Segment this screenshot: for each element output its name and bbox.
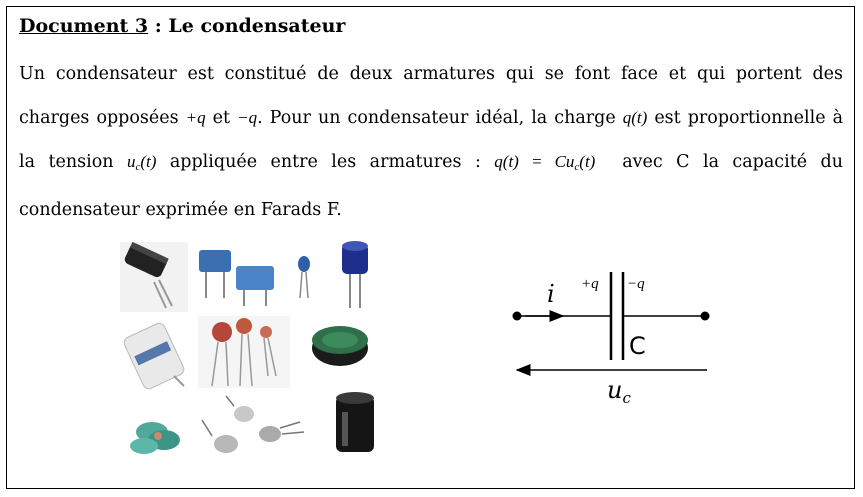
charge-q-t: q(t) [622, 108, 648, 127]
voltage-base: u [126, 152, 136, 171]
document-title: Document 3 : Le condensateur [19, 15, 345, 37]
film-capacitors-blue-image [199, 250, 274, 306]
voltage-sub: c [135, 161, 141, 173]
voltage-arg: (t) [140, 152, 157, 171]
document-name: Le condensateur [168, 15, 346, 37]
charge-plus: +q [185, 108, 206, 127]
electrolytic-capacitor-large-black-image [336, 392, 374, 452]
right-terminal [700, 311, 710, 321]
text-2: et [205, 108, 238, 128]
ceramic-capacitor-small-blue-image [298, 256, 310, 299]
voltage-uc: uc(t) [126, 152, 157, 173]
electrolytic-capacitor-blue-image [342, 241, 368, 308]
text-6: avec C la capacité du condensateur expri… [19, 152, 849, 220]
equation-lhs: q(t) = Cu [494, 152, 575, 171]
text-5: appliquée entre les armatures : [156, 152, 495, 172]
capacitor-equation: q(t) = Cuc(t) [494, 152, 596, 173]
motor-capacitor-white-image [123, 322, 185, 390]
electrolytic-capacitor-black-image [120, 241, 188, 312]
electrolytic-capacitors-silver-image [201, 395, 305, 453]
voltage-label: uc [607, 376, 631, 407]
title-separator: : [148, 15, 169, 37]
document-frame: Document 3 : Le condensateur Un condensa… [6, 6, 855, 489]
text-3: . Pour un condensateur idéal, la charge [257, 108, 623, 128]
voltage-label-base: u [607, 376, 622, 404]
plus-q-label: +q [581, 276, 599, 292]
capacitor-photos [120, 241, 374, 454]
capacitor-circuit-diagram: i +q −q C uc [512, 272, 710, 407]
minus-q-label: −q [627, 276, 645, 292]
coin-capacitors-green-image [130, 422, 180, 454]
charge-minus: −q [237, 108, 258, 127]
voltage-label-sub: c [622, 389, 631, 407]
text-1: Un condensateur est constitué de deux ar… [19, 64, 843, 128]
definition-paragraph: Un condensateur est constitué de deux ar… [19, 53, 843, 232]
supercapacitor-black-image [312, 326, 368, 366]
text-4: est proportionnelle à la tension [19, 108, 844, 172]
equation-sub: c [574, 161, 580, 173]
current-label: i [547, 280, 555, 308]
document-number: Document 3 [19, 15, 149, 37]
equation-rhs: (t) [579, 152, 596, 171]
capacitance-label: C [629, 332, 646, 360]
ceramic-capacitors-red-image [198, 316, 290, 388]
